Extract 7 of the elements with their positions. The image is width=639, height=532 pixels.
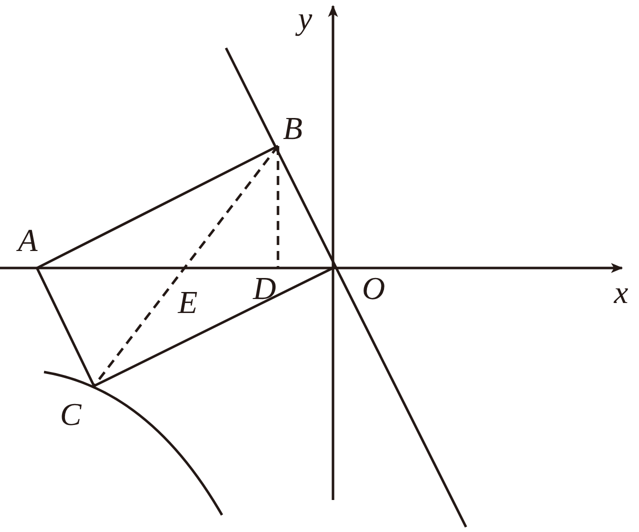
axis-label: x [614,276,628,308]
point-label: D [253,272,276,304]
point-label: E [178,286,198,318]
point-label: C [60,398,82,430]
point-label: B [283,112,303,144]
point-label: O [362,272,386,304]
point-label: A [18,224,38,256]
